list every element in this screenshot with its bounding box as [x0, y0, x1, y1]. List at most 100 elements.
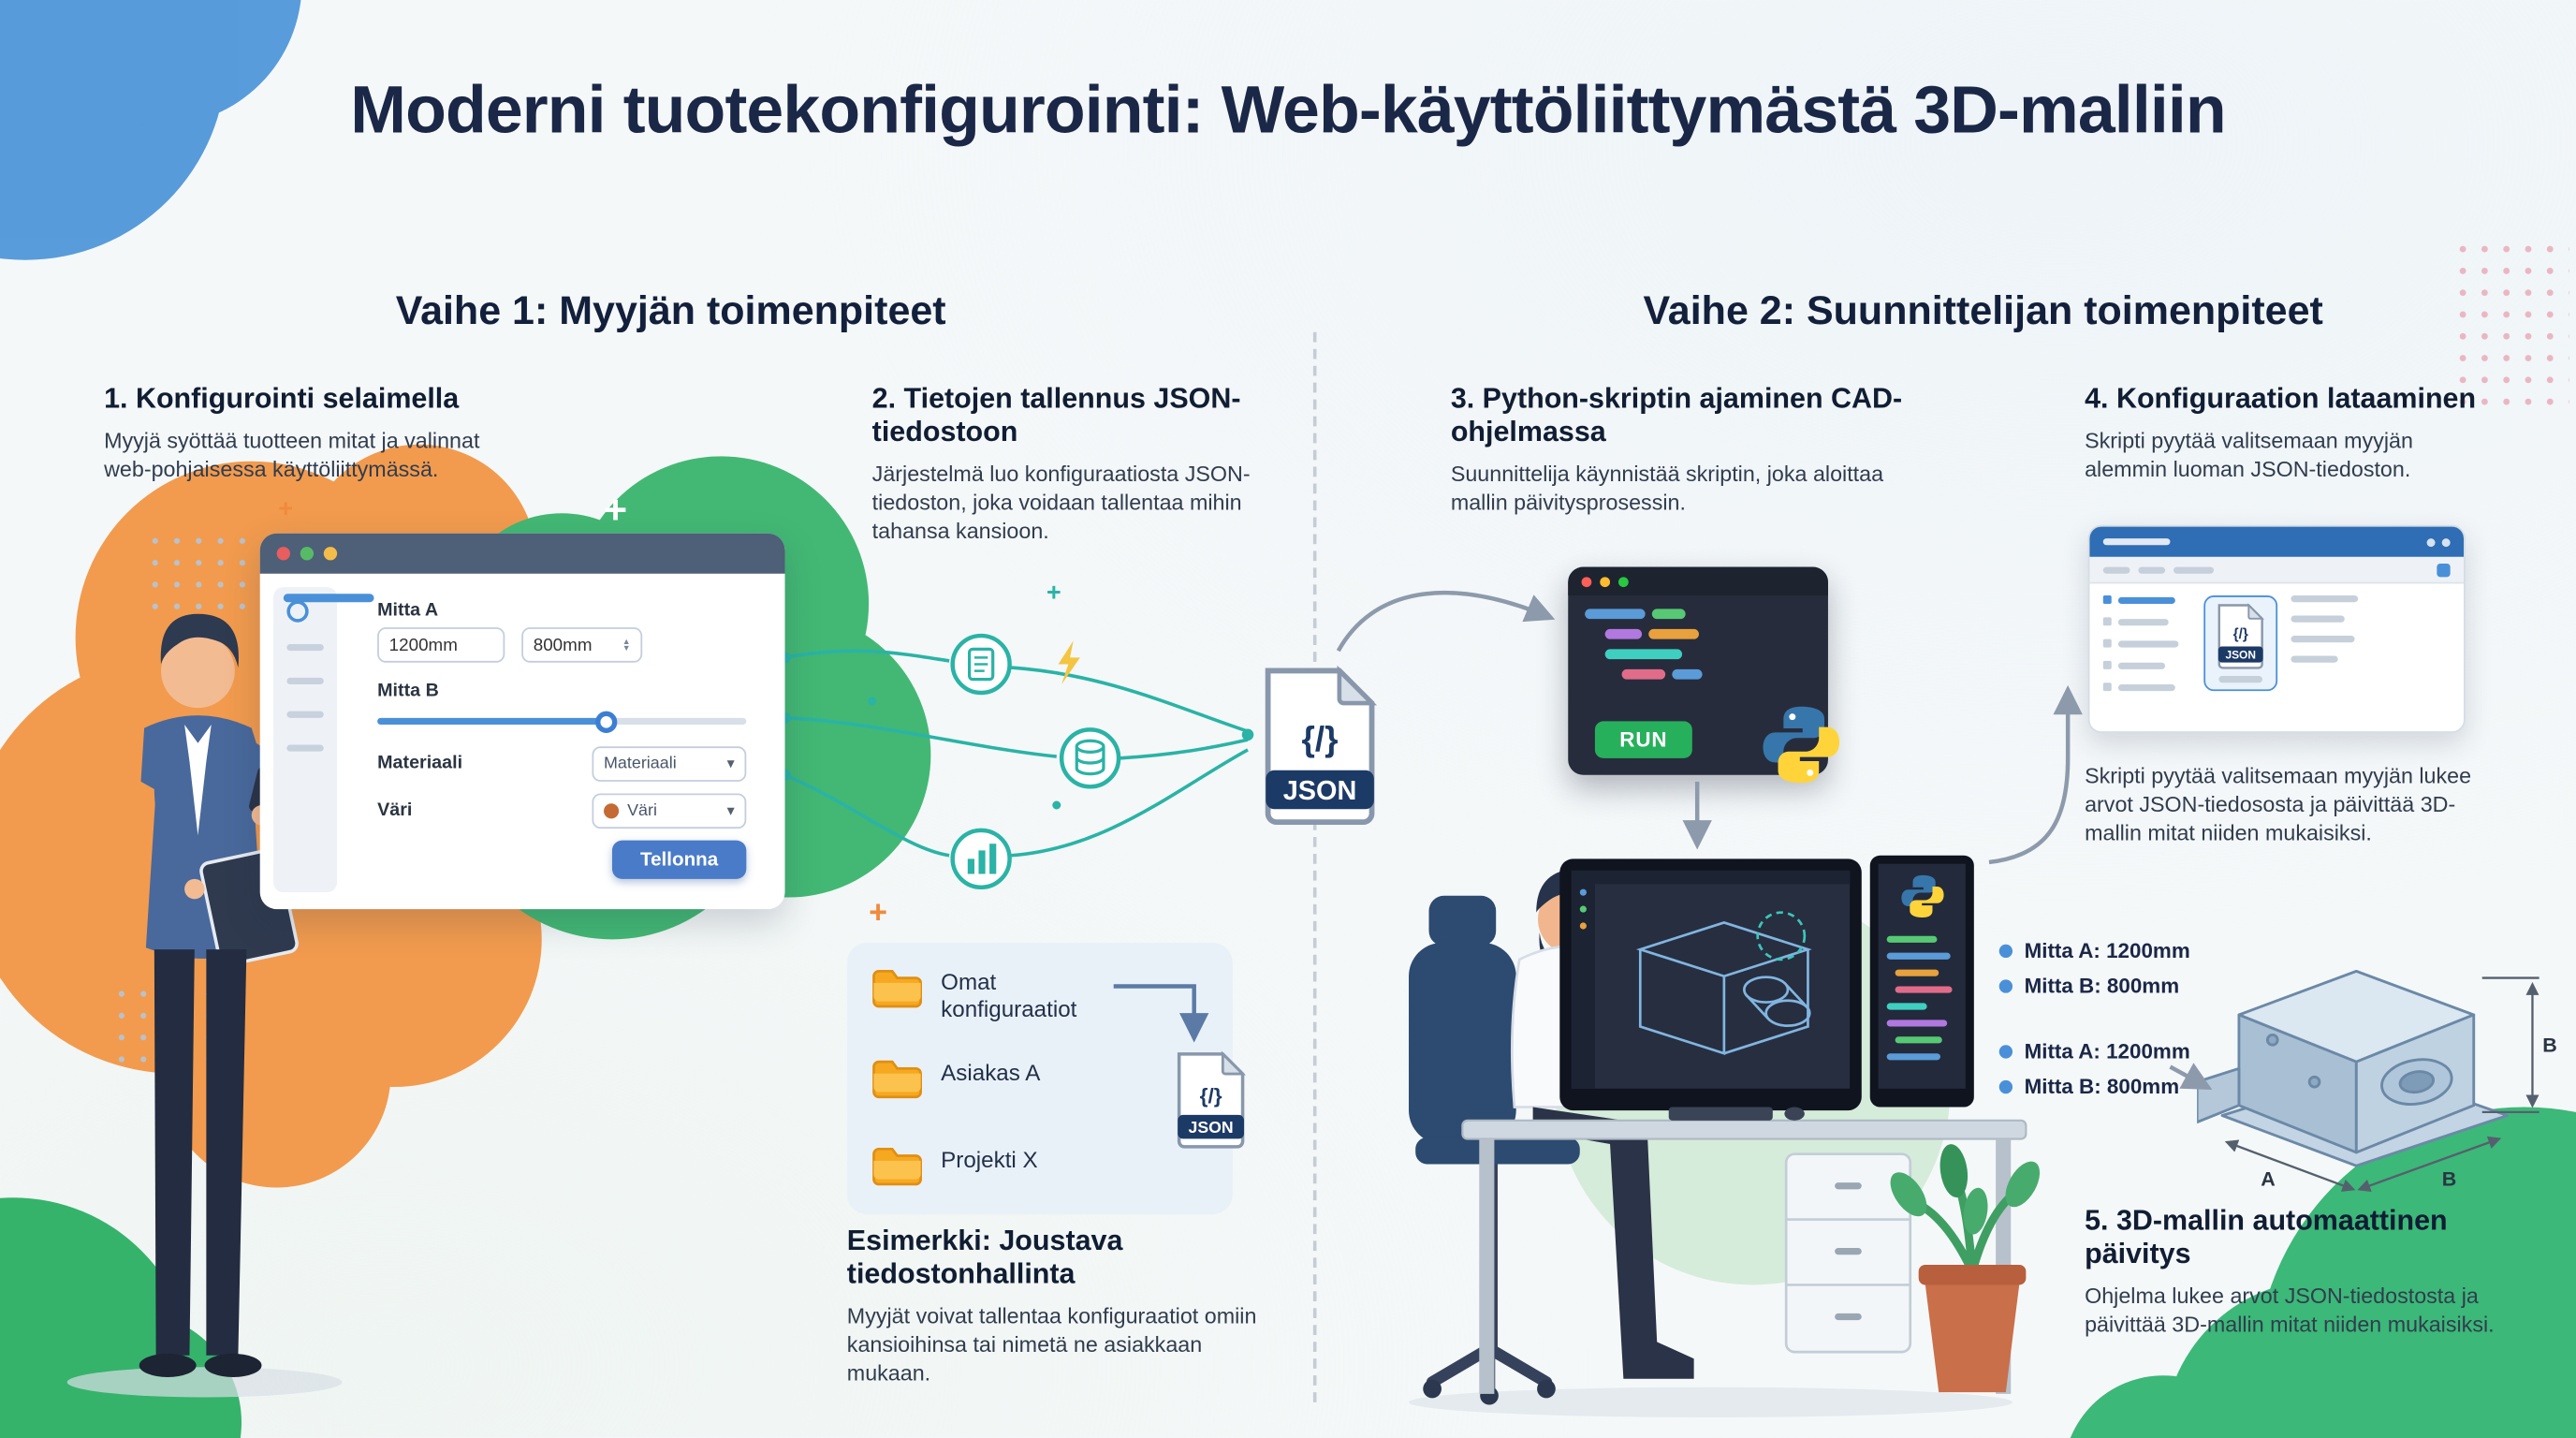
- json-label: JSON: [1283, 776, 1357, 806]
- sidebar-item-bar[interactable]: [286, 711, 324, 718]
- file-browser-body: {/} JSON: [2089, 584, 2464, 703]
- window-dot-green[interactable]: [1617, 576, 1629, 587]
- step5-block: 5. 3D-mallin automaattinen päivitys Ohje…: [2085, 1204, 2504, 1339]
- folder-row-1[interactable]: Omat konfiguraatiot: [871, 966, 1102, 1021]
- python-logo-icon: [1763, 706, 1840, 784]
- measurement-item: Mitta A: 1200mm: [1998, 1039, 2190, 1064]
- file-grid-bar: [2291, 636, 2355, 643]
- file-grid-right: [2291, 595, 2364, 691]
- measurement-item: Mitta B: 800mm: [1998, 974, 2190, 999]
- file-browser-toolbar: [2089, 556, 2465, 584]
- folder-row-2[interactable]: Asiakas A: [871, 1057, 1040, 1099]
- step3-body: Suunnittelija käynnistää skriptin, joka …: [1450, 461, 1884, 516]
- run-button[interactable]: RUN: [1594, 721, 1692, 758]
- json-label: JSON: [1189, 1118, 1234, 1137]
- stepper-icon[interactable]: ▲▼: [622, 636, 631, 653]
- measurement-label: Mitta B: 800mm: [2024, 974, 2180, 999]
- step2-body: Järjestelmä luo konfiguraatiosta JSON-ti…: [871, 461, 1251, 545]
- folder-icon: [872, 1060, 922, 1099]
- mitta-a-value: 1200mm: [388, 635, 458, 655]
- mitta-a-input[interactable]: 1200mm: [377, 627, 505, 663]
- secondary-code-lines: [1886, 935, 1953, 1061]
- mitta-a-value-2: 800mm: [533, 635, 593, 655]
- file-list-item[interactable]: [2102, 682, 2190, 692]
- file-list-item[interactable]: [2102, 595, 2190, 605]
- window-dot-yellow[interactable]: [323, 547, 338, 561]
- toolbar-control[interactable]: [2138, 565, 2166, 573]
- file-grid-bar: [2291, 615, 2345, 623]
- sidebar-radio-icon[interactable]: [286, 600, 309, 623]
- step2-heading: 2. Tietojen tallennus JSON-tiedostoon: [871, 382, 1241, 448]
- scene-shadow: [1409, 1387, 2013, 1417]
- page-title: Moderni tuotekonfigurointi: Web-käyttöli…: [350, 73, 2226, 148]
- vari-select[interactable]: Väri ▾: [592, 793, 747, 829]
- window-dot-red[interactable]: [276, 547, 290, 561]
- dim-label-bottom-right: B: [2442, 1168, 2457, 1191]
- file-grid-bar: [2291, 655, 2338, 663]
- configurator-titlebar: [259, 533, 785, 574]
- step1-heading: 1. Konfigurointi selaimella: [104, 382, 460, 415]
- folder-row-3[interactable]: Projekti X: [871, 1144, 1038, 1186]
- window-dot-yellow[interactable]: [1600, 576, 1611, 587]
- active-tab-indicator: [283, 594, 374, 603]
- measurement-label: Mitta A: 1200mm: [2024, 1039, 2190, 1064]
- materiaali-select[interactable]: Materiaali ▾: [592, 746, 747, 782]
- configurator-window: Mitta A 1200mm 800mm ▲▼ Mitta B Materiaa…: [259, 533, 785, 910]
- phase2-heading: Vaihe 2: Suunnittelijan toimenpiteet: [1643, 288, 2323, 334]
- color-swatch: [604, 803, 620, 819]
- main-monitor: [1559, 858, 1862, 1135]
- json-file-icon-tile: {/} JSON: [2217, 603, 2264, 669]
- window-control-icon[interactable]: [2426, 537, 2436, 547]
- vari-value: Väri: [627, 801, 657, 821]
- toolbar-control[interactable]: [2102, 565, 2130, 573]
- json-glyph: {/}: [2233, 626, 2248, 642]
- step4-body: Skripti pyytää valitsemaan myyjän alemmi…: [2085, 427, 2413, 482]
- slider-fill: [377, 717, 606, 726]
- window-dot-red[interactable]: [1581, 576, 1592, 587]
- svg-text:+: +: [1046, 578, 1061, 606]
- phase-divider: [1312, 331, 1317, 1402]
- json-file-tile[interactable]: {/} JSON: [2203, 595, 2278, 692]
- decor-zap-icon: [1058, 640, 1080, 685]
- toolbar-view-icon[interactable]: [2437, 563, 2451, 577]
- sidebar-item-bar[interactable]: [286, 644, 324, 652]
- json-glyph: {/}: [1302, 720, 1339, 758]
- circuit-node-document-icon: [950, 633, 1012, 696]
- dots-grid-right-pink: [2452, 238, 2569, 413]
- model-part: [2197, 969, 2510, 1167]
- vari-label: Väri: [377, 800, 413, 821]
- step2-block: 2. Tietojen tallennus JSON-tiedostoon Jä…: [872, 383, 1258, 547]
- cad-model-drawing: B A B: [2197, 969, 2557, 1193]
- measurement-item: Mitta A: 1200mm: [1998, 939, 2190, 962]
- step4-heading: 4. Konfiguraation lataaminen: [2085, 382, 2477, 415]
- folder-label: Omat konfiguraatiot: [941, 969, 1077, 1021]
- measurement-list-1: Mitta A: 1200mm Mitta B: 800mm: [1998, 939, 2190, 1009]
- file-list-item[interactable]: [2102, 660, 2190, 669]
- file-caption-bar: [2218, 676, 2263, 683]
- svg-text:+: +: [604, 488, 627, 533]
- file-list-item[interactable]: [2102, 638, 2190, 648]
- designer-illustration: [1409, 855, 2041, 1417]
- code-editor-window: RUN: [1568, 566, 1828, 775]
- folder-label: Asiakas A: [941, 1060, 1041, 1086]
- sidebar-item-bar[interactable]: [286, 744, 324, 752]
- file-list-item[interactable]: [2102, 617, 2190, 626]
- bullet-icon: [1998, 944, 2013, 959]
- sidebar-item-bar[interactable]: [286, 677, 324, 685]
- decor-plus-marks: + + + +: [278, 488, 1061, 930]
- python-logo-icon: [1901, 874, 1944, 918]
- measurement-list-2: Mitta A: 1200mm Mitta B: 800mm: [1998, 1039, 2190, 1110]
- svg-text:+: +: [869, 894, 887, 930]
- step5-heading: 5. 3D-mallin automaattinen päivitys: [2085, 1204, 2448, 1270]
- toolbar-control[interactable]: [2174, 565, 2215, 573]
- json-label: JSON: [2225, 648, 2256, 661]
- window-control-icon[interactable]: [2441, 537, 2451, 547]
- circuit-node-chart-icon: [950, 828, 1012, 890]
- save-button[interactable]: Tellonna: [611, 840, 747, 879]
- mitta-a-input-2[interactable]: 800mm ▲▼: [521, 627, 643, 663]
- secondary-monitor: [1869, 855, 1974, 1108]
- slider-handle[interactable]: [595, 710, 618, 733]
- window-dot-green[interactable]: [300, 547, 315, 561]
- measurement-item: Mitta B: 800mm: [1998, 1075, 2190, 1099]
